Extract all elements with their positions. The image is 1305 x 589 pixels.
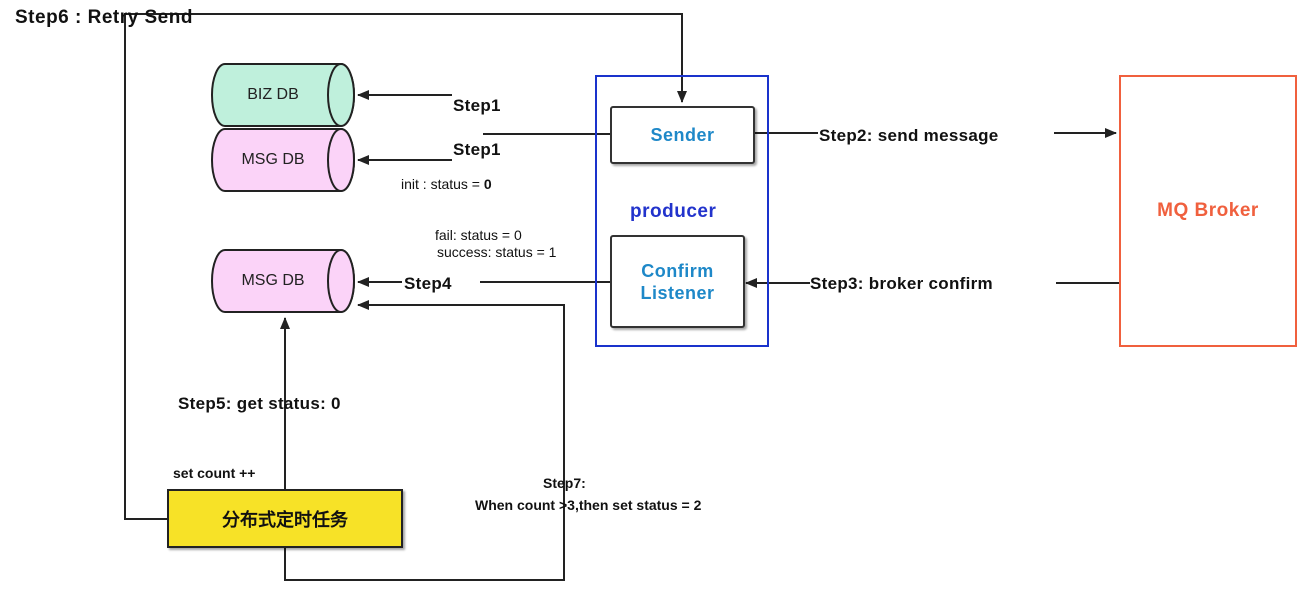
- step2-label: Step2: send message: [819, 126, 999, 145]
- biz-db: BIZ DB: [211, 62, 358, 128]
- step7-line: [284, 300, 565, 581]
- set-count-note: set count ++: [173, 465, 256, 481]
- msg-db-bottom: MSG DB: [211, 248, 358, 314]
- step7-title: Step7:: [543, 475, 586, 491]
- msg-db-bottom-label: MSG DB: [241, 272, 305, 289]
- confirm-listener-label-line1: Confirm: [641, 260, 714, 281]
- step3-label: Step3: broker confirm: [810, 274, 993, 293]
- scheduler-box: 分布式定时任务: [167, 489, 403, 548]
- scheduler-label: 分布式定时任务: [222, 509, 348, 531]
- producer-label: producer: [630, 201, 717, 222]
- mq-broker-box: MQ Broker: [1119, 75, 1297, 347]
- step6-label: Step6 : Retry Send: [15, 7, 193, 28]
- init-status-prefix: init : status =: [401, 176, 484, 192]
- init-status-value: 0: [483, 176, 492, 192]
- step5-label: Step5: get status: 0: [178, 394, 341, 413]
- confirm-listener-box: Confirm Listener: [610, 235, 745, 328]
- init-status-note: init : status = 0: [401, 177, 492, 191]
- confirm-listener-label-line2: Listener: [640, 282, 715, 303]
- step1-msg-label: Step1: [453, 140, 501, 159]
- msg-db-top: MSG DB: [211, 127, 358, 193]
- step7-body: When count >3,then set status = 2: [475, 497, 702, 513]
- sender-box: Sender: [610, 106, 755, 164]
- step4-label: Step4: [404, 274, 452, 293]
- fail-status-note: fail: status = 0: [435, 227, 522, 243]
- mq-broker-label: MQ Broker: [1157, 200, 1259, 221]
- success-status-note: success: status = 1: [437, 244, 557, 260]
- step6-retry-line: [124, 13, 687, 520]
- step1-biz-label: Step1: [453, 96, 501, 115]
- biz-db-label: BIZ DB: [247, 86, 299, 103]
- msg-db-top-label: MSG DB: [241, 151, 305, 168]
- sender-label: Sender: [650, 125, 715, 145]
- producer-group: [595, 75, 769, 347]
